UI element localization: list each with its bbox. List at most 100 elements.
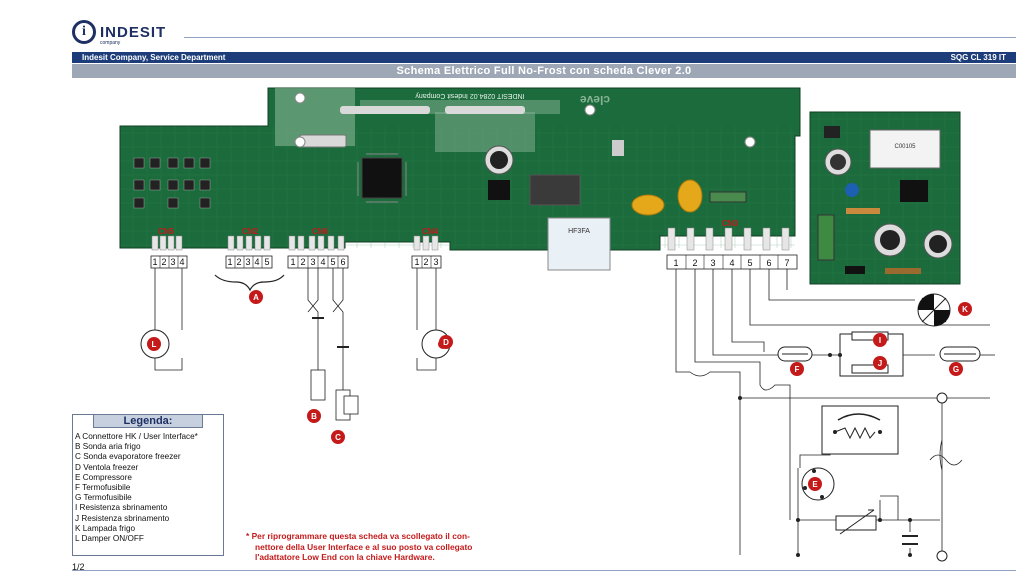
legend-item: B Sonda aria frigo (75, 442, 141, 452)
svg-text:B: B (311, 412, 317, 421)
svg-text:5: 5 (747, 258, 752, 268)
svg-text:E: E (812, 480, 818, 489)
svg-text:6: 6 (766, 258, 771, 268)
defrost-heaters (839, 331, 904, 377)
ptc-resistor (835, 509, 877, 535)
legend-item: K Lampada frigo (75, 523, 136, 533)
indesit-logo-icon: i (72, 20, 96, 44)
svg-text:D: D (443, 338, 449, 347)
cn4-label: CN4 (422, 227, 439, 236)
legend-item: I Resistenza sbrinamento (75, 503, 168, 513)
component-markers: A B C D E F G I J K L (147, 290, 972, 491)
marker-j: J (873, 356, 887, 370)
svg-text:2: 2 (423, 257, 428, 267)
svg-text:7: 7 (784, 258, 789, 268)
marker-g: G (949, 362, 963, 376)
pcb-components: HF3FA C00105 (133, 92, 953, 274)
svg-text:3: 3 (245, 257, 250, 267)
page-number: 1/2 (72, 562, 85, 572)
svg-text:J: J (878, 359, 882, 368)
svg-text:2: 2 (692, 258, 697, 268)
svg-text:5: 5 (264, 257, 269, 267)
svg-text:cleve: cleve (580, 93, 610, 107)
document-code: SQG CL 319 IT (950, 53, 1006, 62)
legend-item: G Termofusibile (75, 493, 132, 503)
svg-text:F: F (795, 365, 800, 374)
board-silk-label: INDESIT 0284.02 Indesit Company (415, 92, 525, 99)
legend-box: Legenda: A Connettore HK / User Interfac… (72, 414, 224, 556)
svg-text:G: G (953, 365, 959, 374)
transformer-label: C00105 (894, 144, 916, 150)
svg-text:2: 2 (300, 257, 305, 267)
svg-text:3: 3 (310, 257, 315, 267)
marker-e: E (808, 477, 822, 491)
svg-text:3: 3 (170, 257, 175, 267)
svg-text:4: 4 (254, 257, 259, 267)
legend-item: L Damper ON/OFF (75, 534, 144, 544)
legend-item: F Termofusibile (75, 483, 131, 493)
lamp-symbol (917, 293, 951, 327)
note-line-2: nettore della User Interface e al suo po… (255, 541, 473, 552)
marker-d: D (439, 335, 453, 349)
cn3-label: CN3 (722, 219, 739, 228)
legend-list: A Connettore HK / User Interface* B Sond… (75, 432, 198, 544)
svg-text:1: 1 (414, 257, 419, 267)
brand-sub: company (100, 40, 121, 46)
svg-text:4: 4 (320, 257, 325, 267)
page-title: Schema Elettrico Full No-Frost con sched… (72, 64, 1016, 78)
thermal-fuse-f (777, 346, 813, 362)
legend-item: E Compressore (75, 472, 132, 482)
marker-l: L (147, 337, 161, 351)
marker-b: B (307, 409, 321, 423)
svg-text:2: 2 (236, 257, 241, 267)
pin-numbers: 1 2 3 4 1 2 3 4 5 1 2 3 4 5 6 1 2 3 1 2 … (152, 257, 789, 268)
marker-f: F (790, 362, 804, 376)
svg-text:A: A (253, 293, 259, 302)
svg-text:C: C (335, 433, 341, 442)
note-line-1: Per riprogrammare questa scheda va scoll… (251, 531, 470, 541)
note-line-3: l'adattatore Low End con la chiave Hardw… (255, 552, 435, 562)
legend-item: D Ventola freezer (75, 462, 139, 472)
footer-rule (72, 570, 1016, 571)
legend-item: C Sonda evaporatore freezer (75, 452, 181, 462)
header-rule (184, 37, 1016, 38)
legend-item: J Resistenza sbrinamento (75, 513, 170, 523)
company-department: Indesit Company, Service Department (82, 53, 226, 62)
department-bar: Indesit Company, Service Department SQG … (72, 52, 1016, 63)
wiring (154, 268, 995, 555)
svg-text:1: 1 (152, 257, 157, 267)
marker-k: K (958, 302, 972, 316)
svg-text:1: 1 (673, 258, 678, 268)
svg-text:L: L (152, 340, 157, 349)
silkscreen-text: INDESIT 0284.02 Indesit Company cleve (415, 92, 610, 107)
marker-i: I (873, 333, 887, 347)
run-capacitor (902, 535, 918, 545)
cn6-label: CN6 (312, 227, 329, 236)
svg-text:6: 6 (340, 257, 345, 267)
note-star: * (246, 531, 250, 541)
compressor-relay-box (821, 405, 899, 455)
indesit-logo: i INDESIT company (72, 20, 167, 46)
svg-text:1: 1 (227, 257, 232, 267)
svg-text:1: 1 (290, 257, 295, 267)
relay (547, 217, 611, 271)
svg-text:I: I (879, 336, 881, 345)
svg-text:4: 4 (729, 258, 734, 268)
mains-terminals (936, 392, 948, 562)
brand-name: INDESIT (100, 23, 167, 41)
reprogramming-note: * Per riprogrammare questa scheda va sco… (246, 531, 536, 563)
svg-text:K: K (962, 305, 968, 314)
thermal-fuse-g (939, 346, 981, 362)
legend-item: A Connettore HK / User Interface* (75, 432, 198, 441)
transformer (869, 129, 941, 169)
marker-a: A (249, 290, 263, 304)
svg-text:5: 5 (330, 257, 335, 267)
svg-text:4: 4 (179, 257, 184, 267)
legend-title: Legenda: (93, 414, 203, 428)
capacitor-yellow (677, 179, 703, 213)
connector-headers: CN5 CN2 CN6 CN4 CN3 (151, 219, 790, 251)
marker-c: C (331, 430, 345, 444)
svg-text:2: 2 (161, 257, 166, 267)
svg-text:3: 3 (433, 257, 438, 267)
